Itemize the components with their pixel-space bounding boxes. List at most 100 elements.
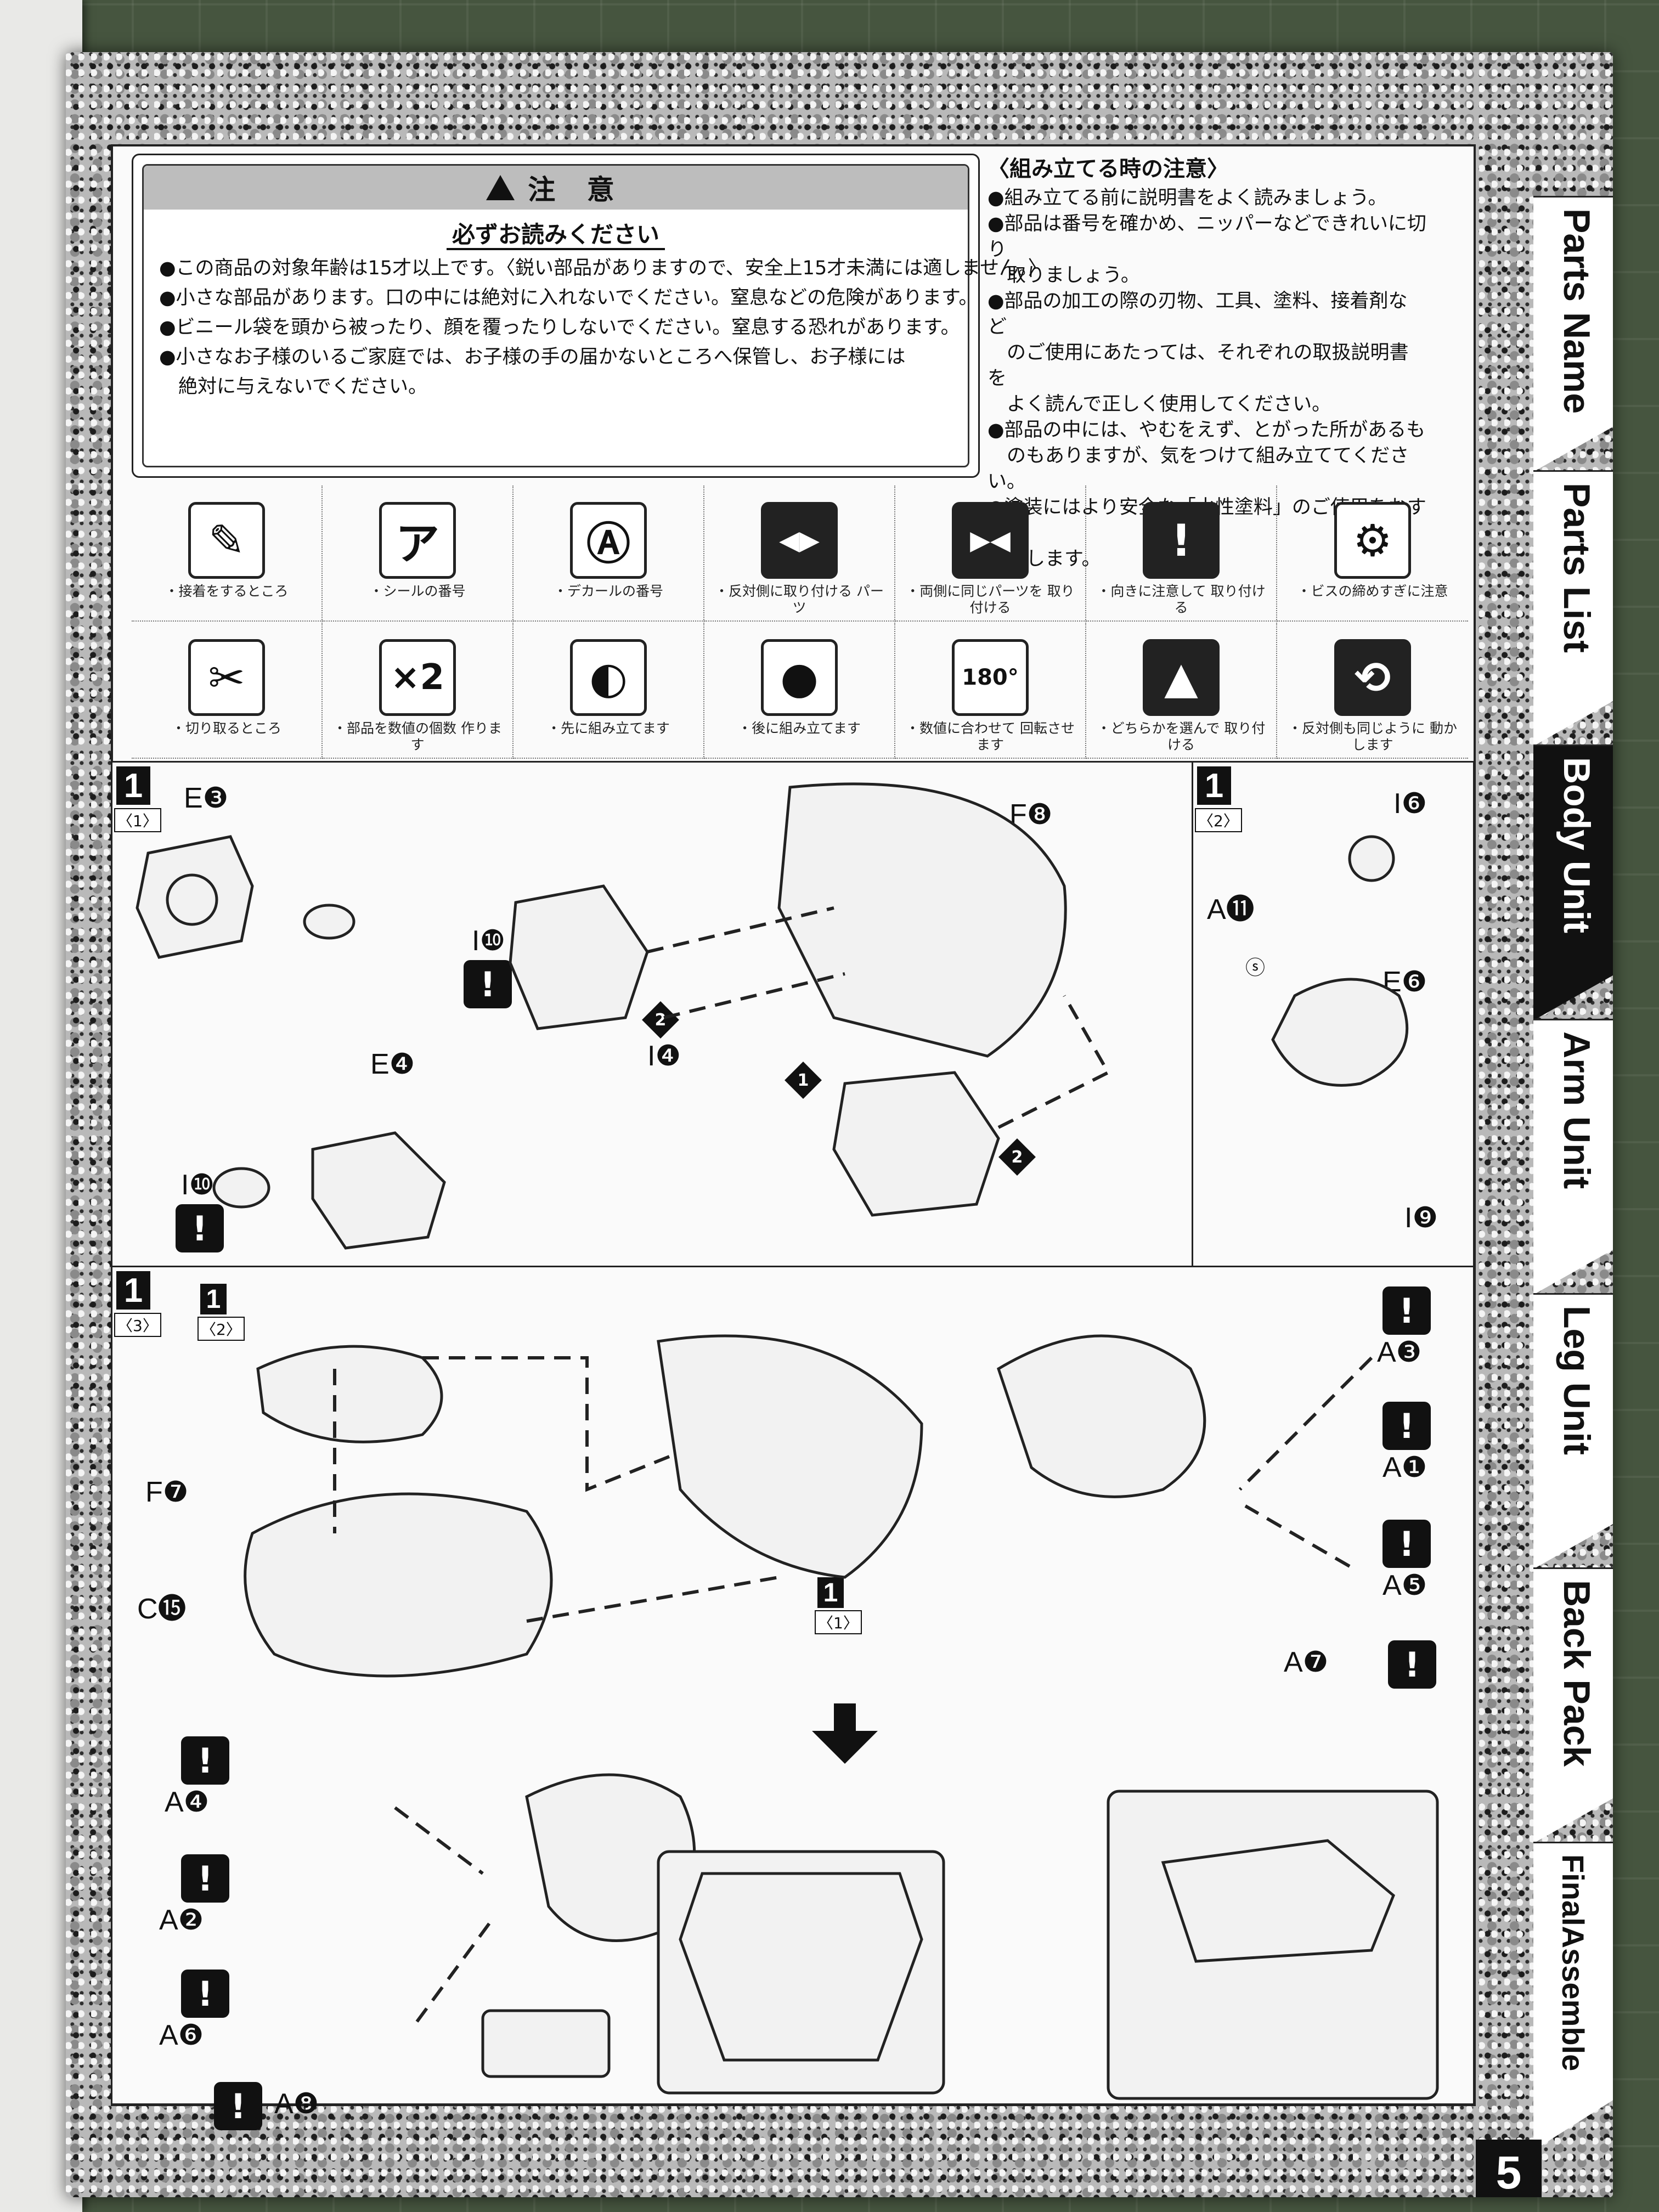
legend-cell: ▶◀ ・両側に同じパーツを 取り付ける <box>895 486 1086 622</box>
part-drawing <box>657 1334 923 1579</box>
tab-arm-unit[interactable]: Arm Unit <box>1533 1019 1613 1295</box>
caution-icon: ! <box>214 2082 262 2130</box>
part-label: A❷ <box>159 1904 204 1936</box>
legend-cell: ◐ ・先に組み立てます <box>514 623 704 759</box>
part-drawing <box>1348 835 1395 882</box>
legend-label: ・切り取るところ <box>171 720 281 736</box>
note-line: よく読んで正しく使用してください。 <box>988 393 1331 415</box>
legend-cell: ×2・部品を数値の個数 作ります <box>323 623 514 759</box>
part-label: E❹ <box>370 1048 415 1080</box>
legend-cell: ア・シールの番号 <box>323 486 514 622</box>
part-drawing <box>679 1872 923 2062</box>
mirror-icon: ◀▶ <box>761 502 838 579</box>
legend-label: ・後に組み立てます <box>738 720 861 736</box>
assembly-arrow <box>415 1916 495 2023</box>
caution-line: ●小さな部品があります。口の中には絶対に入れないでください。窒息などの危険があり… <box>159 287 978 309</box>
legend-label: ・両側に同じパーツを 取り付ける <box>906 583 1075 616</box>
part-label: E❸ <box>184 782 229 814</box>
down-arrow-icon <box>812 1703 878 1764</box>
step-reference: 1 <box>817 1577 844 1608</box>
note-line: ●部品は番号を確かめ、ニッパーなどできれいに切り <box>988 213 1426 261</box>
assembly-arrow <box>526 1576 780 1623</box>
step-number: 1 <box>116 766 150 805</box>
part-drawing <box>303 904 356 940</box>
caution-header: 注 意 <box>144 166 968 210</box>
note-line: ●部品の加工の際の刃物、工具、塗料、接着剤など <box>988 290 1408 338</box>
legend-label: ・デカールの番号 <box>553 583 663 599</box>
caution-line: ●この商品の対象年齢は15才以上です。〈鋭い部品がありますので、安全上15才未満… <box>159 257 1047 279</box>
note-line: 取りましょう。 <box>988 264 1140 286</box>
assembly-arrow <box>1244 1504 1351 1568</box>
note-line: のもありますが、気をつけて組み立ててください。 <box>988 445 1409 493</box>
legend-label: ・先に組み立てます <box>547 720 670 736</box>
tab-leg-unit[interactable]: Leg Unit <box>1533 1293 1613 1569</box>
part-drawing <box>777 782 1067 1058</box>
caution-icon: ! <box>1143 502 1220 579</box>
part-drawing <box>311 1131 446 1250</box>
part-label: A❼ <box>1284 1646 1329 1678</box>
legend-label: ・シールの番号 <box>369 583 466 599</box>
rotate-icon: 180° <box>952 639 1029 716</box>
assembly-arrow <box>997 995 1111 1129</box>
caution-icon: ! <box>464 960 512 1008</box>
tab-parts-list[interactable]: Parts List <box>1533 470 1613 746</box>
assembly-arrow <box>647 906 834 953</box>
warning-icon <box>486 175 515 200</box>
part-label: C⓯ <box>137 1593 187 1625</box>
tab-parts-name[interactable]: Parts Name <box>1533 196 1613 472</box>
part-drawing <box>996 1334 1206 1498</box>
caution-title: 注 意 <box>528 174 625 206</box>
legend-label: ・反対側に取り付ける パーツ <box>715 583 884 616</box>
tab-body-unit[interactable]: Body Unit <box>1533 744 1613 1020</box>
caution-subtitle: 必ずお読みください <box>446 221 665 250</box>
legend-cell: ⚙ ・ビスの締めすぎに注意 <box>1277 486 1468 622</box>
part-label: F❼ <box>145 1476 189 1508</box>
part-label: I❻ <box>1393 788 1427 820</box>
first-assemble-icon: ◐ <box>570 639 647 716</box>
step-reference: 1 <box>200 1284 227 1314</box>
part-label: A❹ <box>165 1786 210 1818</box>
legend-label: ・ビスの締めすぎに注意 <box>1297 583 1448 599</box>
part-label: I❿ <box>472 925 506 957</box>
part-label: A⓫ <box>1207 894 1255 926</box>
manual-page: 注 意 必ずお読みください ●この商品の対象年齢は15才以上です。〈鋭い部品があ… <box>66 52 1613 2197</box>
legend-label: ・数値に合わせて 回転させます <box>906 720 1075 753</box>
step-reference-sub: 〈2〉 <box>198 1317 245 1341</box>
part-drawing <box>166 873 218 926</box>
legend-label: ・部品を数値の個数 作ります <box>333 720 502 753</box>
legend-label: ・どちらかを選んで 取り付ける <box>1097 720 1266 753</box>
caution-box: 注 意 必ずお読みください ●この商品の対象年齢は15才以上です。〈鋭い部品があ… <box>132 154 1047 478</box>
tab-back-pack[interactable]: Back Pack <box>1533 1567 1613 1843</box>
detail-box <box>481 2009 611 2078</box>
caution-icon: ! <box>1383 1286 1431 1335</box>
screw-icon: ⚙ <box>1334 502 1411 579</box>
step-reference-sub: 〈1〉 <box>815 1610 862 1634</box>
part-label: I❾ <box>1404 1202 1438 1234</box>
assembly-arrow <box>394 1806 484 1875</box>
part-drawing <box>212 1167 270 1209</box>
caution-icon: ! <box>181 1970 229 2018</box>
part-drawing <box>509 884 649 1030</box>
note-line: ●部品の中には、やむをえず、とがった所があるも <box>988 419 1426 441</box>
caution-text: ●この商品の対象年齢は15才以上です。〈鋭い部品がありますので、安全上15才未満… <box>159 253 1047 402</box>
caution-line: 絶対に与えないでください。 <box>159 376 427 398</box>
assembly-arrow <box>422 1356 670 1492</box>
step-substep: 〈3〉 <box>114 1313 161 1337</box>
part-drawing <box>244 1492 553 1678</box>
part-drawing <box>1161 1839 1395 1963</box>
decal-icon: Ⓐ <box>570 502 647 579</box>
caution-icon: ! <box>181 1736 229 1785</box>
caution-line: ●ビニール袋を頭から被ったり、顔を覆ったりしないでください。窒息する恐れがありま… <box>159 317 960 338</box>
assembly-drawings <box>136 782 1439 2100</box>
part-label: A❺ <box>1383 1570 1427 1601</box>
caution-icon: ! <box>176 1204 224 1252</box>
note-line: ●組み立てる前に説明書をよく読みましょう。 <box>988 187 1387 209</box>
part-drawing <box>832 1071 1000 1217</box>
part-label: A❻ <box>159 2019 204 2051</box>
legend-cell: ⟲・反対側も同じように 動かします <box>1277 623 1468 759</box>
tab-final-assemble[interactable]: FinalAssemble <box>1533 1842 1613 2151</box>
part-label: I❿ <box>181 1169 215 1201</box>
part-drawing <box>256 1345 443 1443</box>
both-sides-icon: ▶◀ <box>952 502 1029 579</box>
caution-icon: ! <box>181 1854 229 1903</box>
